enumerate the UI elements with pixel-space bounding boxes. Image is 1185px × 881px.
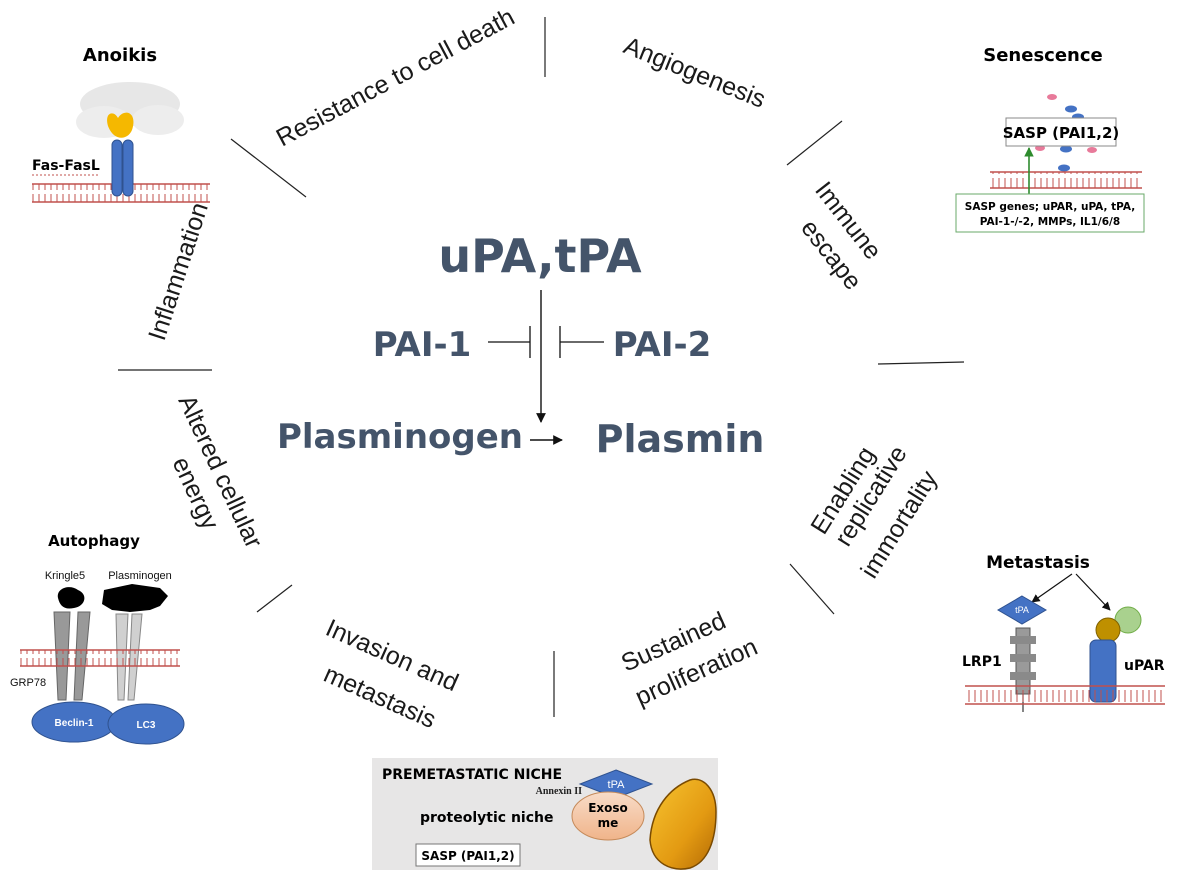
metastasis-title: Metastasis bbox=[986, 553, 1090, 573]
tpa-small-label: tPA bbox=[1015, 605, 1029, 615]
sasp-genes-line1: SASP genes; uPAR, uPA, tPA, bbox=[965, 201, 1135, 213]
exosome-icon bbox=[571, 791, 645, 841]
cell-membrane-senescence bbox=[990, 171, 1142, 189]
tpa-diamond-icon bbox=[997, 595, 1047, 625]
kringle5-label: Kringle5 bbox=[45, 570, 85, 582]
niche-sasp-label: SASP (PAI1,2) bbox=[421, 849, 514, 863]
lc3-label: LC3 bbox=[137, 720, 156, 731]
niche-tpa-label: tPA bbox=[608, 779, 626, 791]
metastasis-panel: Metastasis tPA LRP1 uPAR bbox=[962, 553, 1165, 712]
senescence-title: Senescence bbox=[983, 45, 1102, 66]
lc3-icon bbox=[107, 703, 185, 745]
hallmark-labels: Resistance to cell death Angiogenesis Im… bbox=[143, 3, 943, 734]
plasminogen-activation-core: uPA,tPA PAI-1 PAI-2 Plasminogen Plasmin bbox=[277, 229, 764, 461]
grp78-label: GRP78 bbox=[10, 677, 46, 689]
cell-shadow-cloud bbox=[76, 82, 184, 138]
fas-receptor-left bbox=[111, 139, 123, 197]
plasminogen-shape-icon bbox=[102, 584, 168, 612]
hallmark-inflammation: Inflammation bbox=[143, 199, 214, 344]
senescence-panel: Senescence SASP (PAI1,2) SASP genes; uPA… bbox=[955, 45, 1145, 233]
sasp-box bbox=[1005, 117, 1117, 147]
fas-fasl-label: Fas-FasL bbox=[32, 158, 100, 174]
lung-organ-icon bbox=[649, 778, 717, 870]
pai2-label: PAI-2 bbox=[613, 325, 712, 365]
beclin1-label: Beclin-1 bbox=[55, 718, 94, 729]
fas-receptor-right bbox=[122, 139, 134, 197]
proteolytic-niche-label: proteolytic niche bbox=[420, 810, 553, 826]
sasp-label: SASP (PAI1,2) bbox=[1003, 124, 1120, 142]
pai1-label: PAI-1 bbox=[373, 325, 472, 365]
autophagy-panel: Autophagy Kringle5 Plasminogen GRP78 Bec… bbox=[10, 532, 185, 745]
upar-ligand-brown bbox=[1095, 617, 1121, 643]
autophagy-title: Autophagy bbox=[48, 532, 140, 550]
plasminogen-small-label: Plasminogen bbox=[108, 570, 172, 582]
exosome-line1: Exoso bbox=[588, 801, 628, 815]
anoikis-panel: Anoikis Fas-FasL bbox=[32, 45, 210, 203]
hallmark-angiogenesis: Angiogenesis bbox=[620, 32, 770, 114]
fasl-ligand-icon bbox=[107, 112, 134, 138]
sasp-genes-line2: PAI-1-/-2, MMPs, IL1/6/8 bbox=[980, 216, 1120, 228]
annexin-label: Annexin II bbox=[536, 786, 583, 797]
activators-label: uPA,tPA bbox=[438, 229, 642, 283]
sasp-genes-box bbox=[955, 193, 1145, 233]
lrp1-label: LRP1 bbox=[962, 654, 1002, 670]
hallmark-resistance: Resistance to cell death bbox=[272, 3, 520, 152]
niche-title: PREMETASTATIC NICHE bbox=[382, 767, 562, 783]
upar-label: uPAR bbox=[1124, 658, 1165, 674]
exosome-line2: me bbox=[598, 816, 619, 830]
cell-membrane-metastasis bbox=[965, 685, 1165, 705]
anoikis-title: Anoikis bbox=[83, 45, 157, 66]
hallmark-dividers bbox=[118, 17, 965, 717]
kringle5-icon bbox=[57, 587, 85, 609]
niche-sasp-box bbox=[415, 843, 521, 867]
niche-panel: PREMETASTATIC NICHE tPA Annexin II Exoso… bbox=[372, 758, 718, 870]
cell-membrane-autophagy bbox=[20, 649, 180, 667]
plasmin-label: Plasmin bbox=[596, 417, 765, 461]
plasminogen-label: Plasminogen bbox=[277, 417, 523, 457]
